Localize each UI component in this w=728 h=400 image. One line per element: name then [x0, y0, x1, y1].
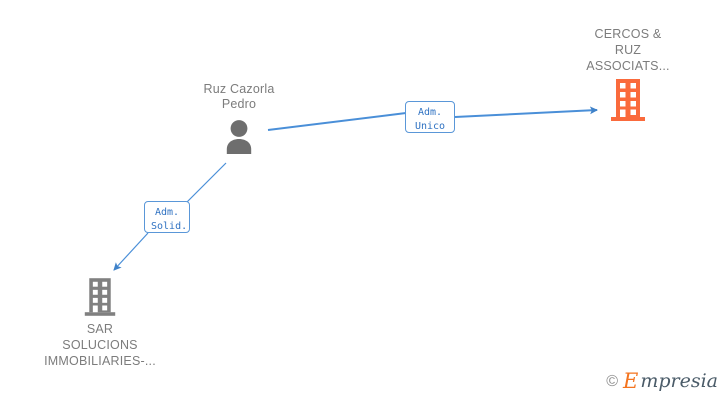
node-company-main-label: CERCOS & RUZ ASSOCIATS...: [586, 27, 670, 73]
edge-unico-to-company: [454, 106, 598, 118]
relation-label-adm-unico[interactable]: Adm. Unico: [405, 101, 455, 133]
watermark-brand-rest: mpresia: [640, 370, 718, 392]
relation-label-adm-solid[interactable]: Adm. Solid.: [144, 201, 190, 233]
node-person-label: Ruz Cazorla Pedro: [203, 82, 275, 111]
node-company-main[interactable]: CERCOS & RUZ ASSOCIATS...: [565, 26, 691, 121]
edge-solid-to-company: [113, 232, 149, 271]
node-company-sub[interactable]: SAR SOLUCIONS IMMOBILIARIES-...: [37, 278, 163, 369]
watermark-empresia: © E mpresia: [606, 371, 718, 392]
building-icon: [84, 278, 116, 316]
building-icon: [611, 79, 645, 121]
node-person[interactable]: Ruz Cazorla Pedro: [179, 82, 299, 154]
edge-person-to-unico: [267, 112, 407, 131]
person-icon: [226, 120, 252, 154]
copyright-icon: ©: [606, 372, 618, 390]
watermark-brand-initial: E: [622, 369, 639, 393]
edge-person-to-solid: [186, 162, 227, 203]
node-company-sub-label: SAR SOLUCIONS IMMOBILIARIES-...: [44, 322, 156, 368]
